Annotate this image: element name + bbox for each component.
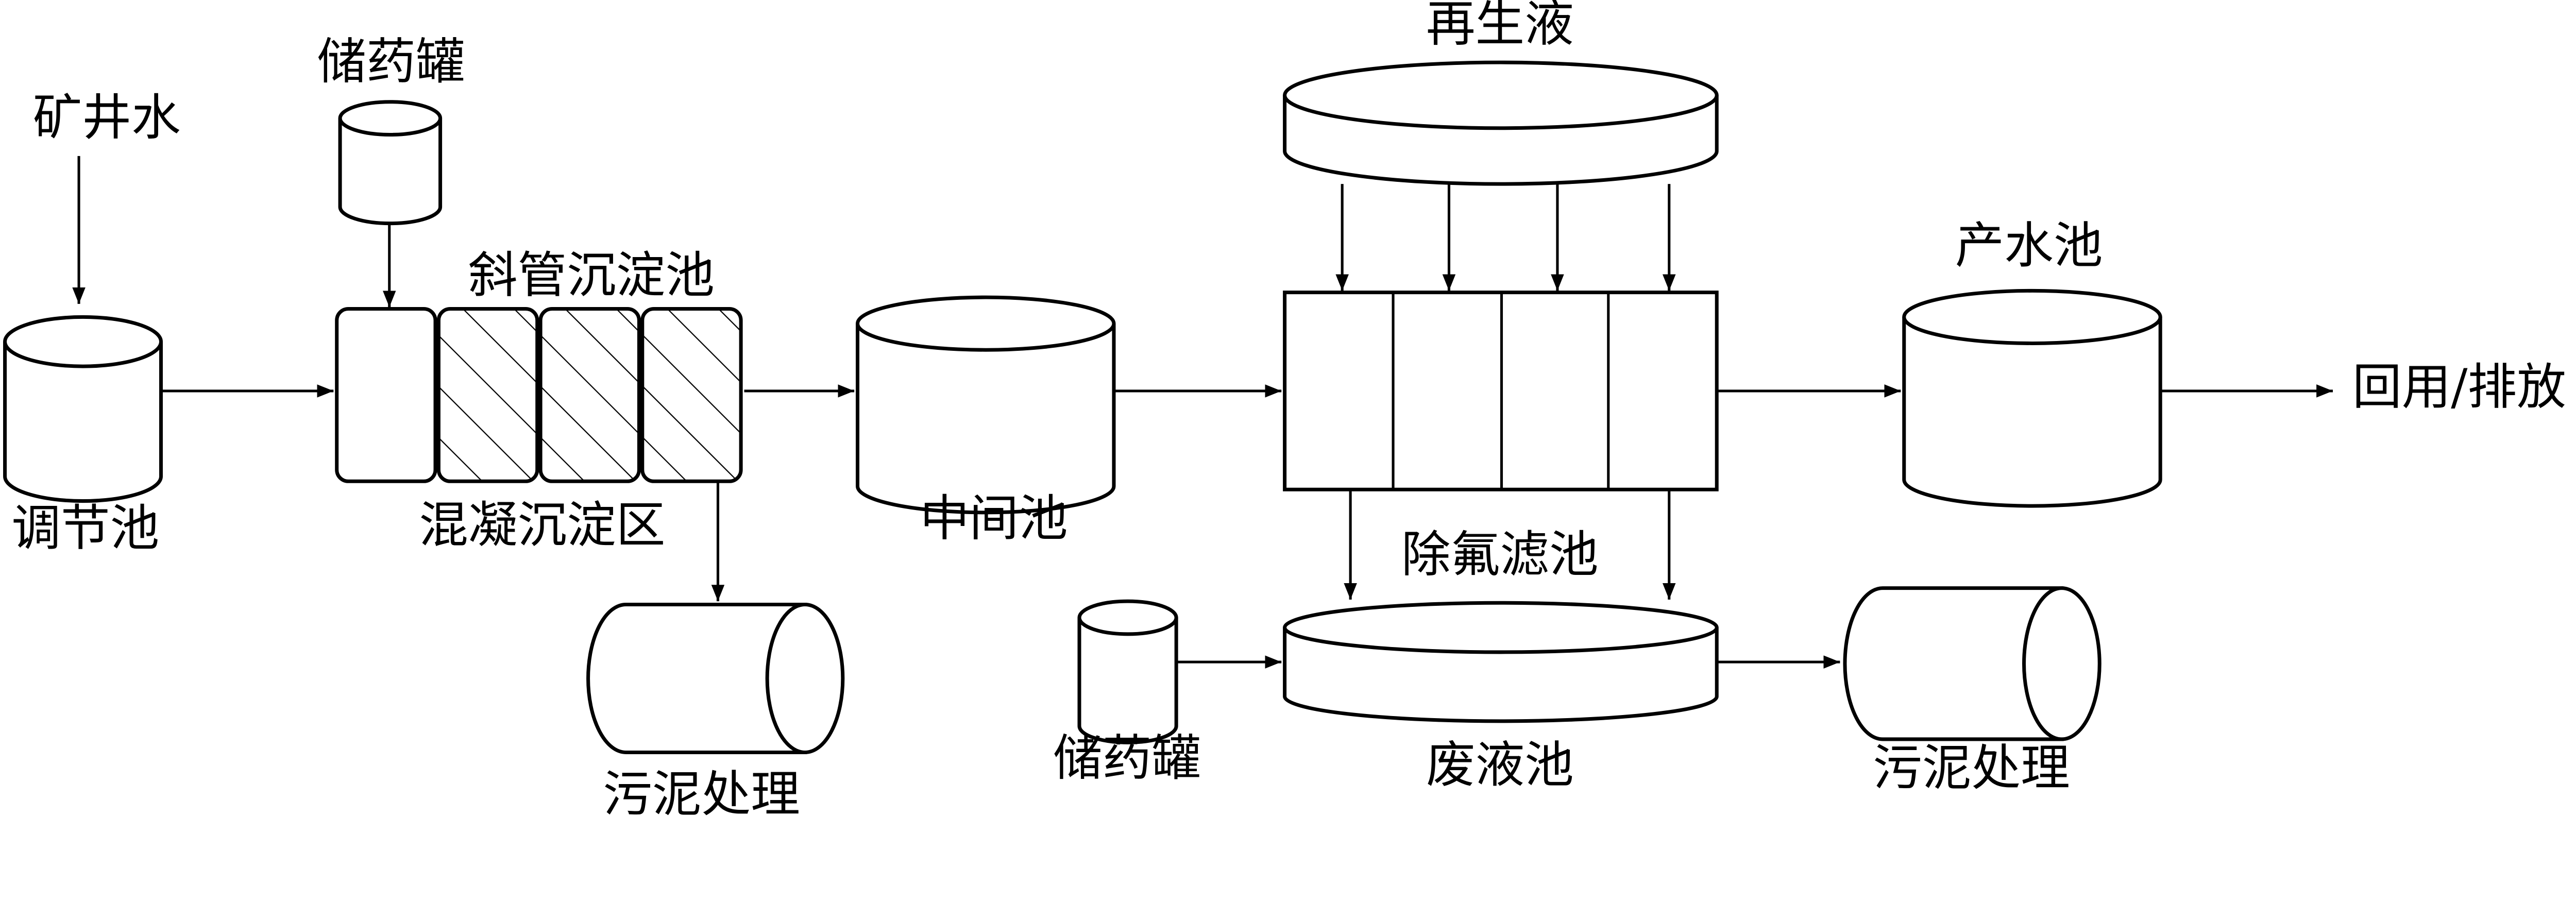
regulating-tank-label: 调节池 [11, 499, 159, 557]
reuse-discharge-label: 回用/排放 [2352, 358, 2566, 416]
regenerant-label: 再生液 [1426, 0, 1574, 53]
sludge-treatment-1 [586, 602, 845, 754]
product-water-tank [1902, 288, 2162, 508]
dosing-tank-1-label: 储药罐 [317, 33, 465, 91]
regenerant-tank [1283, 60, 1719, 186]
sludge-treatment-2 [1843, 586, 2102, 741]
inclined-tube-settler-label: 斜管沉淀池 [468, 246, 715, 304]
defluoridation-filter [1283, 291, 1719, 491]
coagulation-settling-zone [335, 307, 743, 483]
regulating-tank [3, 315, 163, 503]
dosing-tank-2-label: 储药罐 [1053, 729, 1201, 787]
waste-liquid-tank-label: 废液池 [1426, 736, 1574, 793]
dosing-tank-2 [1077, 599, 1178, 744]
mine-water-label: 矿井水 [33, 89, 181, 146]
waste-liquid-tank [1283, 601, 1719, 723]
coag-settling-zone-label: 混凝沉淀区 [419, 496, 665, 554]
intermediate-tank-label: 中间池 [920, 489, 1068, 547]
process-flow-diagram: 矿井水 调节池 储药罐 斜管沉淀池 混凝沉淀区 污泥处理 中间池 再生液 [3, 0, 2566, 823]
product-water-tank-label: 产水池 [1955, 217, 2103, 275]
intermediate-tank [856, 295, 1116, 515]
defluoridation-filter-label: 除氟滤池 [1401, 525, 1599, 583]
dosing-tank-1 [338, 100, 443, 226]
sludge-treatment-2-label: 污泥处理 [1873, 739, 2070, 797]
sludge-treatment-1-label: 污泥处理 [603, 766, 800, 823]
